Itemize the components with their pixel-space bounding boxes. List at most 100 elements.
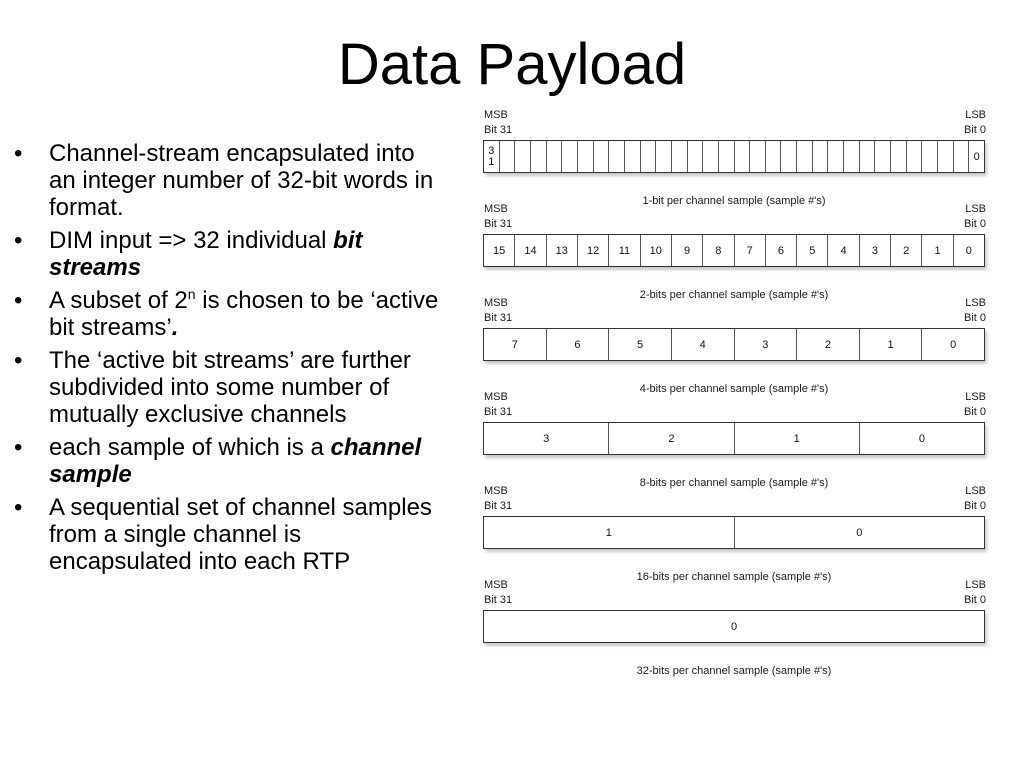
emphasis-text: bit streams: [49, 227, 363, 281]
bit-field-cell: [844, 141, 860, 172]
bit-31-label: Bit 31: [484, 124, 513, 136]
row-caption: 1-bit per channel sample (sample #'s): [642, 195, 826, 207]
bit-field-cell: 3: [484, 423, 610, 454]
bit-field-row: 0: [483, 610, 985, 643]
bit-field-cell: 13: [547, 235, 578, 266]
bit-field-cell: 7: [735, 235, 766, 266]
bit-field-cell: [688, 141, 704, 172]
bit-31-label: Bit 31: [484, 312, 513, 324]
bullet-text: DIM input => 32 individual: [49, 227, 334, 254]
bit-field-cell: 8: [703, 235, 735, 266]
bit-31-label: Bit 31: [484, 594, 513, 606]
row-caption: 2-bits per channel sample (sample #'s): [639, 289, 829, 301]
bit-field-cell: 4: [828, 235, 860, 266]
bullet-marker: •: [14, 434, 23, 461]
bullet-marker: •: [14, 287, 23, 314]
superscript: n: [187, 286, 196, 302]
bit-field-cell: 3: [860, 235, 892, 266]
row-caption: 4-bits per channel sample (sample #'s): [639, 383, 829, 395]
bit-field-cell: [656, 141, 672, 172]
bit-field-cell: [578, 141, 594, 172]
bit-0-label: Bit 0: [963, 124, 986, 136]
bit-field-cell: 1: [484, 517, 735, 548]
bit-field-cell: [562, 141, 578, 172]
bit-field-cell: 12: [578, 235, 610, 266]
bit-field-cell: [907, 141, 923, 172]
sample-number: 1: [488, 155, 495, 168]
bullet-marker: •: [14, 347, 23, 374]
row-caption: 8-bits per channel sample (sample #'s): [639, 477, 829, 489]
bit-field-cell: [547, 141, 563, 172]
bit-31-label: Bit 31: [484, 218, 513, 230]
bit-0-label: Bit 0: [963, 500, 986, 512]
bit-field-cell: 0: [950, 338, 957, 351]
bit-field-cell: [766, 141, 782, 172]
bit-field-cell: [922, 141, 939, 172]
lsb-label: LSB: [965, 109, 986, 121]
bit-field-cell: [891, 141, 907, 172]
bit-field-cell: [515, 141, 531, 172]
bit-field-cell: [781, 141, 798, 172]
bit-field-cell: 2: [797, 329, 860, 360]
lsb-label: LSB: [965, 391, 986, 403]
bullet-item: • DIM input => 32 individual bit streams: [14, 227, 446, 281]
bit-field-cell: [641, 141, 657, 172]
msb-label: MSB: [484, 109, 508, 121]
bit-31-label: Bit 31: [484, 500, 513, 512]
bit-field-cell: 15: [484, 235, 516, 266]
bit-0-label: Bit 0: [963, 594, 986, 606]
bit-0-label: Bit 0: [963, 312, 986, 324]
bullet-text: A subset of 2: [49, 287, 188, 314]
bullet-text: A sequential set of channel samples from…: [49, 494, 432, 575]
bit-field-cell: [672, 141, 688, 172]
bit-field-cell: 14: [515, 235, 547, 266]
bit-field-cell: 11: [609, 235, 641, 266]
bit-field-cell: 10: [641, 235, 672, 266]
bit-field-cell: [797, 141, 813, 172]
bit-0-label: Bit 0: [963, 406, 986, 418]
bit-field-cell: [735, 141, 751, 172]
bit-field-cell: 3: [735, 329, 798, 360]
bullet-marker: •: [14, 494, 23, 521]
bullet-marker: •: [14, 227, 23, 254]
bullet-text: Channel-stream encapsulated into an inte…: [49, 140, 434, 221]
row-caption: 16-bits per channel sample (sample #'s): [636, 571, 832, 583]
bit-field-cell: 6: [547, 329, 610, 360]
bit-field-cell: 0: [973, 150, 980, 163]
bullet-item: • A sequential set of channel samples fro…: [14, 494, 446, 575]
bit-field-cell: [828, 141, 845, 172]
bit-field-cell: [594, 141, 610, 172]
lsb-label: LSB: [965, 203, 986, 215]
bit-field-cell: 1: [922, 235, 954, 266]
bit-field-cell: 5: [609, 329, 672, 360]
bit-field-cell: 2: [891, 235, 923, 266]
msb-label: MSB: [484, 391, 508, 403]
emphasis-text: channel sample: [49, 434, 422, 488]
msb-label: MSB: [484, 203, 508, 215]
emphasis-text: .: [171, 314, 179, 341]
bit-field-cell: 5: [797, 235, 829, 266]
bit-field-cell: [750, 141, 766, 172]
bullet-item: • The ‘active bit streams’ are further su…: [14, 347, 446, 428]
bullet-text: The ‘active bit streams’ are further sub…: [49, 347, 411, 428]
bit-field-cell: [813, 141, 829, 172]
bit-field-cell: [500, 141, 516, 172]
bit-field-cell: 7: [484, 329, 547, 360]
bullet-text: each sample of which is a: [49, 434, 331, 461]
bullet-item: •A subset of 2n is chosen to be ‘active …: [14, 287, 446, 341]
bit-31-label: Bit 31: [484, 406, 513, 418]
bit-field-cell: [938, 141, 954, 172]
bit-field-cell: [703, 141, 719, 172]
bit-field-cell: [875, 141, 892, 172]
bit-field-cell: 1: [860, 329, 923, 360]
bit-field-cell: 0: [856, 526, 863, 539]
bit-field-cell: [954, 141, 970, 172]
bullet-list: • Channel-stream encapsulated into an int…: [14, 140, 446, 581]
